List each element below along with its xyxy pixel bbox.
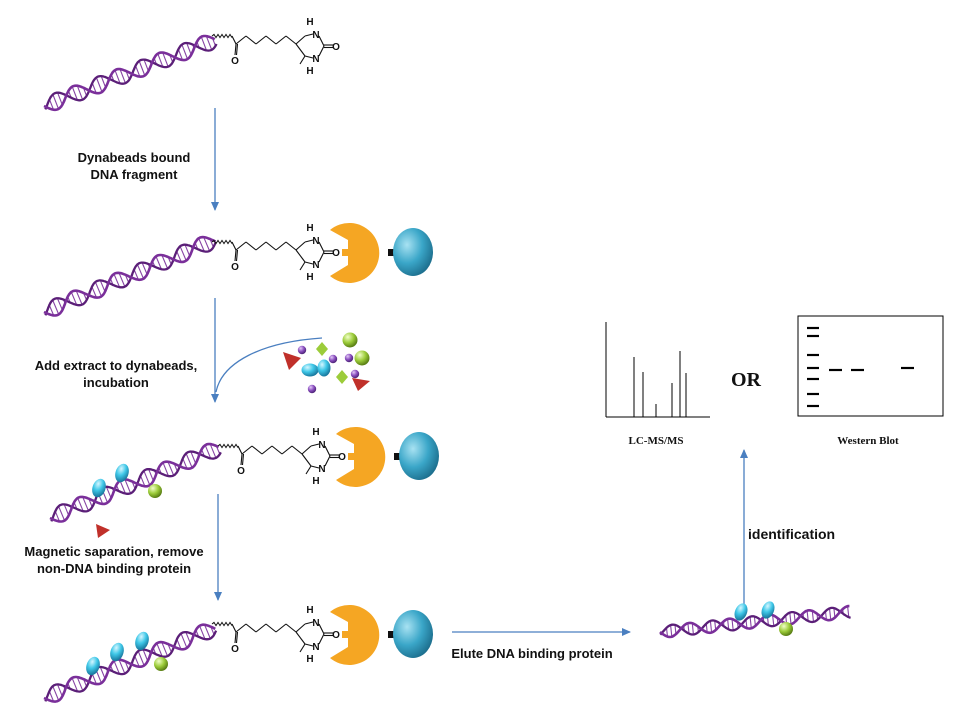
biotin-linker-icon: O N N O H H — [211, 605, 340, 665]
bind-label-line1: Dynabeads bound — [77, 150, 191, 165]
eluted-proteins — [734, 601, 793, 636]
svg-text:O: O — [231, 262, 239, 273]
protein-icon — [115, 463, 129, 483]
dna-helix-icon — [49, 442, 222, 523]
protein-icon — [734, 603, 748, 621]
protein-icon — [317, 359, 331, 377]
svg-text:H: H — [306, 223, 313, 234]
streptavidin-icon — [330, 605, 394, 666]
dna-helix-icon — [43, 623, 218, 703]
svg-text:O: O — [338, 452, 346, 463]
streptavidin-icon — [330, 223, 394, 284]
svg-text:O: O — [231, 56, 239, 67]
dna-helix-icon — [43, 235, 217, 317]
svg-text:N: N — [318, 464, 325, 475]
svg-text:O: O — [332, 248, 340, 259]
protein-icon — [92, 478, 106, 498]
incubation-label-line2: incubation — [83, 375, 149, 390]
protein-icon — [316, 342, 328, 356]
protein-icon — [352, 378, 370, 391]
western-blot-label: Western Blot — [837, 435, 899, 447]
elute-step-label: Elute DNA binding protein — [451, 646, 613, 661]
removed-protein-icon — [96, 524, 110, 538]
dna-helix-icon — [659, 604, 851, 639]
protein-icon — [110, 642, 124, 662]
svg-text:H: H — [306, 17, 313, 28]
protein-icon — [86, 656, 100, 676]
protein-icon — [779, 622, 793, 636]
incubation-step-label: Add extract to dynabeads, incubation — [16, 357, 216, 391]
streptavidin-icon — [336, 427, 400, 487]
svg-text:O: O — [332, 630, 340, 641]
protein-icon — [297, 345, 307, 355]
protein-icon — [307, 384, 317, 394]
svg-text:H: H — [312, 476, 319, 487]
or-label: OR — [731, 369, 761, 391]
svg-text:N: N — [312, 618, 319, 629]
biotin-linker-icon: O N N O H H — [211, 223, 340, 283]
svg-text:N: N — [312, 30, 319, 41]
svg-text:H: H — [306, 654, 313, 665]
svg-text:N: N — [312, 54, 319, 65]
svg-text:O: O — [237, 466, 245, 477]
dna-fragments — [43, 34, 851, 703]
protein-icon — [354, 350, 370, 366]
protein-icon — [761, 601, 775, 619]
separation-label-line2: non-DNA binding protein — [36, 561, 192, 576]
lcms-label: LC-MS/MS — [628, 435, 684, 447]
protein-icon — [301, 363, 319, 377]
magnetic-bead-icon — [393, 228, 433, 276]
protein-icon — [342, 332, 358, 348]
flow-arrows — [211, 108, 748, 636]
svg-text:H: H — [312, 427, 319, 438]
dna-helix-icon — [43, 34, 218, 112]
biotin-linker-icon: O N N O H H — [217, 427, 346, 487]
protein-icon — [328, 354, 338, 364]
spectrum-icon — [605, 322, 710, 418]
svg-text:O: O — [332, 42, 340, 53]
magnetic-bead-icon — [399, 432, 439, 480]
protein-icon — [135, 631, 149, 651]
svg-text:N: N — [312, 642, 319, 653]
svg-text:N: N — [312, 236, 319, 247]
biotin-streptavidin-complexes: O N N O H H O N N O H H O N N O H H O N N O H H — [211, 17, 439, 666]
magnetic-bead-icon — [393, 610, 433, 658]
bound-proteins-step3 — [92, 463, 162, 498]
bind-step-label: Dynabeads bound DNA fragment — [68, 149, 200, 183]
protein-icon — [154, 657, 168, 671]
protein-icon — [344, 353, 354, 363]
bound-proteins-step4 — [86, 631, 168, 676]
identification-step-label: identification — [748, 526, 836, 542]
protein-icon — [350, 369, 360, 379]
biotin-linker-icon: O N N O H H — [211, 17, 340, 77]
svg-text:H: H — [306, 272, 313, 283]
arrow-extract-curve — [215, 337, 323, 393]
protein-icon — [336, 370, 348, 384]
blot-icon — [797, 315, 944, 417]
bind-label-line2: DNA fragment — [90, 167, 178, 182]
svg-text:N: N — [318, 440, 325, 451]
separation-label-line1: Magnetic saparation, remove — [24, 544, 204, 559]
protein-extract-mix — [283, 332, 370, 394]
protein-icon — [283, 352, 301, 370]
protein-icon — [148, 484, 162, 498]
svg-text:H: H — [306, 66, 313, 77]
incubation-label-line1: Add extract to dynabeads, — [34, 358, 198, 373]
svg-text:N: N — [312, 260, 319, 271]
svg-text:O: O — [231, 644, 239, 655]
separation-step-label: Magnetic saparation, remove non-DNA bind… — [4, 543, 224, 577]
svg-text:H: H — [306, 605, 313, 616]
